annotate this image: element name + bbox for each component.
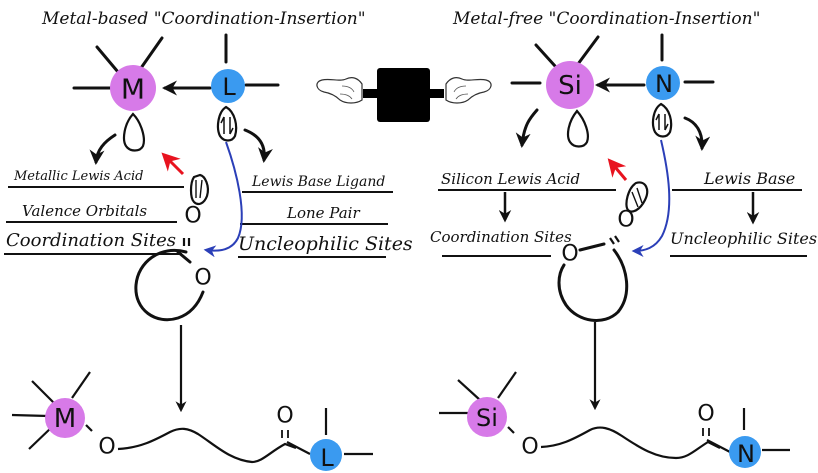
- empty-orbital-icon: [122, 112, 145, 152]
- ligand-atom-label: L: [222, 73, 236, 101]
- ligand-center: L: [162, 33, 280, 142]
- product-amine-label: N: [737, 440, 755, 468]
- electrophilic-arrow-icon: [161, 152, 185, 176]
- lone-pair-orbital-icon: [651, 102, 673, 138]
- base-label-0: Lewis Base: [703, 169, 795, 188]
- base-label-2: Uncleophilic Sites: [238, 233, 413, 255]
- acid-label-1: Coordination Sites: [430, 228, 572, 246]
- base-label-1: Uncleophilic Sites: [670, 229, 817, 248]
- pointing-hands-icon: [316, 68, 492, 122]
- product-ligand-label: L: [320, 444, 334, 472]
- carbonyl-oxygen: O: [184, 204, 201, 229]
- product-ester-oxygen: O: [521, 435, 538, 460]
- right-title: Metal-free "Coordination-Insertion": [452, 9, 760, 29]
- silicon-center: Si: [510, 35, 600, 148]
- metal-atom-label: M: [121, 73, 145, 106]
- silicon-atom-circle: [546, 61, 594, 109]
- left-panel: Metal-based "Coordination-Insertion" M L: [4, 9, 413, 472]
- acid-arrow-icon: [515, 108, 539, 148]
- carbonyl-oxygen: O: [617, 208, 634, 233]
- metal-atom-circle: [110, 65, 156, 111]
- ring-oxygen: O: [561, 242, 578, 267]
- right-monomer: O O: [557, 181, 649, 322]
- right-panel: Metal-free "Coordination-Insertion" Si N…: [430, 9, 817, 468]
- amine-atom-label: N: [655, 70, 673, 98]
- electrophilic-arrow-icon: [607, 158, 628, 181]
- amine-center: N: [595, 33, 715, 138]
- product-carbonyl-oxygen: O: [276, 404, 293, 429]
- base-label-0: Lewis Base Ligand: [251, 174, 385, 190]
- product-silicon-label: Si: [476, 404, 498, 432]
- amine-atom-circle: [646, 66, 680, 100]
- empty-orbital-icon: [566, 109, 589, 148]
- left-monomer: O O: [134, 173, 212, 322]
- lone-pair-orbital-icon: [216, 105, 238, 142]
- product-carbonyl-oxygen: O: [697, 402, 714, 427]
- acid-label-0: Metallic Lewis Acid: [13, 169, 143, 184]
- acid-arrow-icon: [89, 133, 117, 165]
- ring-oxygen: O: [194, 266, 211, 291]
- acid-label-1: Valence Orbitals: [22, 202, 147, 220]
- product-ester-oxygen: O: [98, 435, 115, 460]
- base-label-1: Lone Pair: [286, 204, 360, 222]
- metal-center: M: [72, 36, 164, 152]
- acid-label-0: Silicon Lewis Acid: [441, 170, 580, 188]
- left-title: Metal-based "Coordination-Insertion": [41, 9, 366, 29]
- base-arrow-icon: [243, 128, 273, 163]
- nucleophilic-arrow-icon: [631, 139, 671, 257]
- left-product: M O O L: [11, 371, 373, 472]
- ligand-atom-circle: [211, 69, 245, 103]
- base-arrow-icon: [683, 116, 711, 151]
- silicon-atom-label: Si: [558, 71, 582, 101]
- acid-label-2: Coordination Sites: [6, 230, 176, 251]
- nucleophilic-arrow-icon: [203, 141, 243, 258]
- product-metal-label: M: [54, 404, 76, 434]
- right-product: Si O O N: [439, 371, 790, 468]
